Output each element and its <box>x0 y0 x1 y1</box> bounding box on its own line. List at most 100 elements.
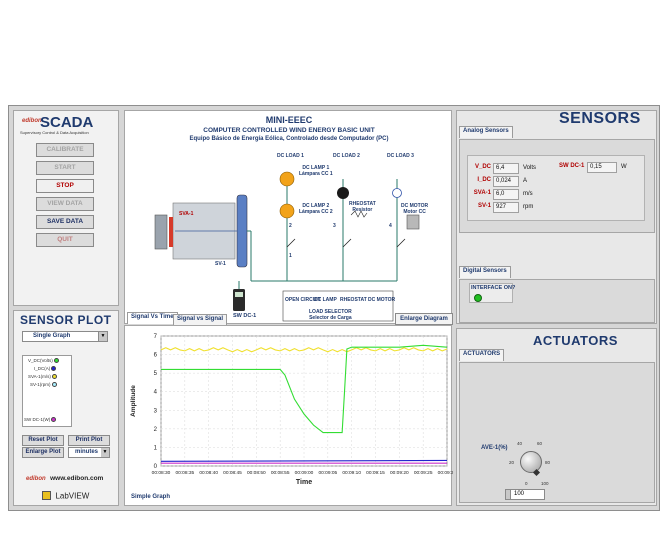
diagram-subtitle: COMPUTER CONTROLLED WIND ENERGY BASIC UN… <box>203 127 375 134</box>
series-line <box>160 347 448 353</box>
rheostat-ball <box>337 187 349 199</box>
legend-i-dc-swatch[interactable] <box>51 366 57 372</box>
label-dc-load-2: DC LOAD 2 <box>333 153 360 159</box>
ave1-stepper[interactable] <box>506 490 511 499</box>
label-n1: 1 <box>289 253 292 259</box>
view-data-button[interactable]: VIEW DATA <box>36 197 94 211</box>
dc-motor-indicator <box>392 188 402 198</box>
legend-v-dc-swatch[interactable] <box>53 358 59 364</box>
knob-tick-0: 0 <box>525 481 528 486</box>
actuators-title: ACTUATORS <box>533 333 618 348</box>
y-tick-label: 4 <box>154 390 158 396</box>
plot-legend <box>22 355 72 427</box>
sensor-unit: Volts <box>523 165 537 171</box>
tab-signal-vs-signal[interactable]: Signal vs Signal <box>173 314 228 326</box>
swdc-value: 0,15 <box>587 162 617 173</box>
tab-actuators[interactable]: ACTUATORS <box>459 349 505 361</box>
ave1-knob[interactable] <box>520 451 542 473</box>
quit-button[interactable]: QUIT <box>36 233 94 247</box>
label-dc-load-1: DC LOAD 1 <box>277 153 304 159</box>
y-tick-label: 1 <box>154 445 158 451</box>
plot-mode-value: Single Graph <box>33 333 71 339</box>
start-button[interactable]: START <box>36 161 94 175</box>
diagram-graphics <box>154 171 420 322</box>
calibrate-button[interactable]: CALIBRATE <box>36 143 94 157</box>
wind-fan <box>154 214 168 250</box>
save-data-button[interactable]: SAVE DATA <box>36 215 94 229</box>
series-line <box>160 459 448 462</box>
stop-button[interactable]: STOP <box>36 179 94 193</box>
legend-sv1-swatch[interactable] <box>51 382 57 388</box>
ave1-input[interactable]: 100 <box>505 489 545 500</box>
chevron-down-icon: ▼ <box>101 448 109 457</box>
y-tick-label: 5 <box>154 371 158 377</box>
actuators-area <box>459 362 655 503</box>
y-tick-label: 6 <box>154 353 158 359</box>
sensor-label: SV-1 <box>477 203 491 209</box>
sensor-value: 6,0 <box>493 189 519 200</box>
tab-signal-vs-time[interactable]: Signal Vs Time <box>127 312 178 324</box>
x-tick-label: 00:08:30 <box>152 470 171 476</box>
y-tick-label: 3 <box>154 408 158 414</box>
labview-icon <box>42 491 51 501</box>
selector-dc-motor[interactable]: DC MOTOR <box>368 297 396 303</box>
sensor-plot-title: SENSOR PLOT <box>20 313 112 327</box>
x-tick-label: 00:09:05 <box>318 470 337 476</box>
legend-swdc-swatch[interactable] <box>51 417 57 423</box>
sensors-title: SENSORS <box>559 110 641 127</box>
x-tick-label: 00:08:55 <box>271 470 290 476</box>
selector-dc-lamp[interactable]: DC LAMP <box>314 297 337 303</box>
reset-plot-button[interactable]: Reset Plot <box>22 435 64 446</box>
sensor-unit: rpm <box>523 204 534 210</box>
knob-tick-100: 100 <box>541 481 549 486</box>
label-n4: 4 <box>389 223 392 229</box>
y-axis-label: Amplitude <box>130 385 137 417</box>
enlarge-diagram-button[interactable]: Enlarge Diagram <box>395 313 453 325</box>
x-axis-label: Time <box>296 479 312 486</box>
interface-label: INTERFACE ON? <box>471 285 516 291</box>
dc-lamp-1 <box>279 171 295 187</box>
label-swdc1: SW DC-1 <box>233 313 257 319</box>
logo-subtitle: Supervisory Control & Data Acquisition <box>20 130 89 135</box>
load-selector-box <box>282 290 394 322</box>
time-unit-select[interactable]: minutes ▼ <box>68 447 110 458</box>
sensor-unit: m/s <box>523 191 533 197</box>
simple-graph-label: Simple Graph <box>131 494 171 500</box>
sensor-label: SVA-1 <box>473 190 491 196</box>
interface-led <box>474 294 482 302</box>
website-label: www.edibon.com <box>50 475 104 482</box>
legend-sva1-swatch[interactable] <box>51 374 57 380</box>
x-tick-label: 00:09:15 <box>366 470 385 476</box>
logo-scada: SCADA <box>40 114 94 131</box>
x-tick-label: 00:09:20 <box>390 470 409 476</box>
dc-lamp-2 <box>279 203 295 219</box>
selector-open-circuit[interactable]: OPEN CIRCUIT <box>285 297 321 303</box>
selector-rheostat[interactable]: RHEOSTAT <box>340 297 367 303</box>
x-tick-label: 00:09:25 <box>414 470 433 476</box>
tab-analog-sensors[interactable]: Analog Sensors <box>459 126 513 138</box>
edibon-web-logo: edibon www.edibon.com <box>26 475 104 482</box>
print-plot-button[interactable]: Print Plot <box>68 435 110 446</box>
x-tick-label: 00:08:45 <box>223 470 242 476</box>
sensor-label: V_DC <box>474 164 491 170</box>
x-tick-label: 00:09:10 <box>342 470 361 476</box>
knob-tick-20: 20 <box>509 460 515 465</box>
knob-tick-40: 40 <box>517 441 523 446</box>
tab-digital-sensors[interactable]: Digital Sensors <box>459 266 511 278</box>
plot-mode-select[interactable]: Single Graph ▼ <box>22 331 108 342</box>
scada-window: edibon SCADA Supervisory Control & Data … <box>8 105 660 511</box>
label-sva1: SVA-1 <box>179 211 194 217</box>
enlarge-plot-button[interactable]: Enlarge Plot <box>22 447 64 458</box>
x-tick-label: 00:08:40 <box>199 470 218 476</box>
knob-tick-80: 80 <box>545 460 551 465</box>
fan-heater <box>169 217 173 247</box>
label-dc-load-3: DC LOAD 3 <box>387 153 414 159</box>
knob-tick-60: 60 <box>537 441 543 446</box>
